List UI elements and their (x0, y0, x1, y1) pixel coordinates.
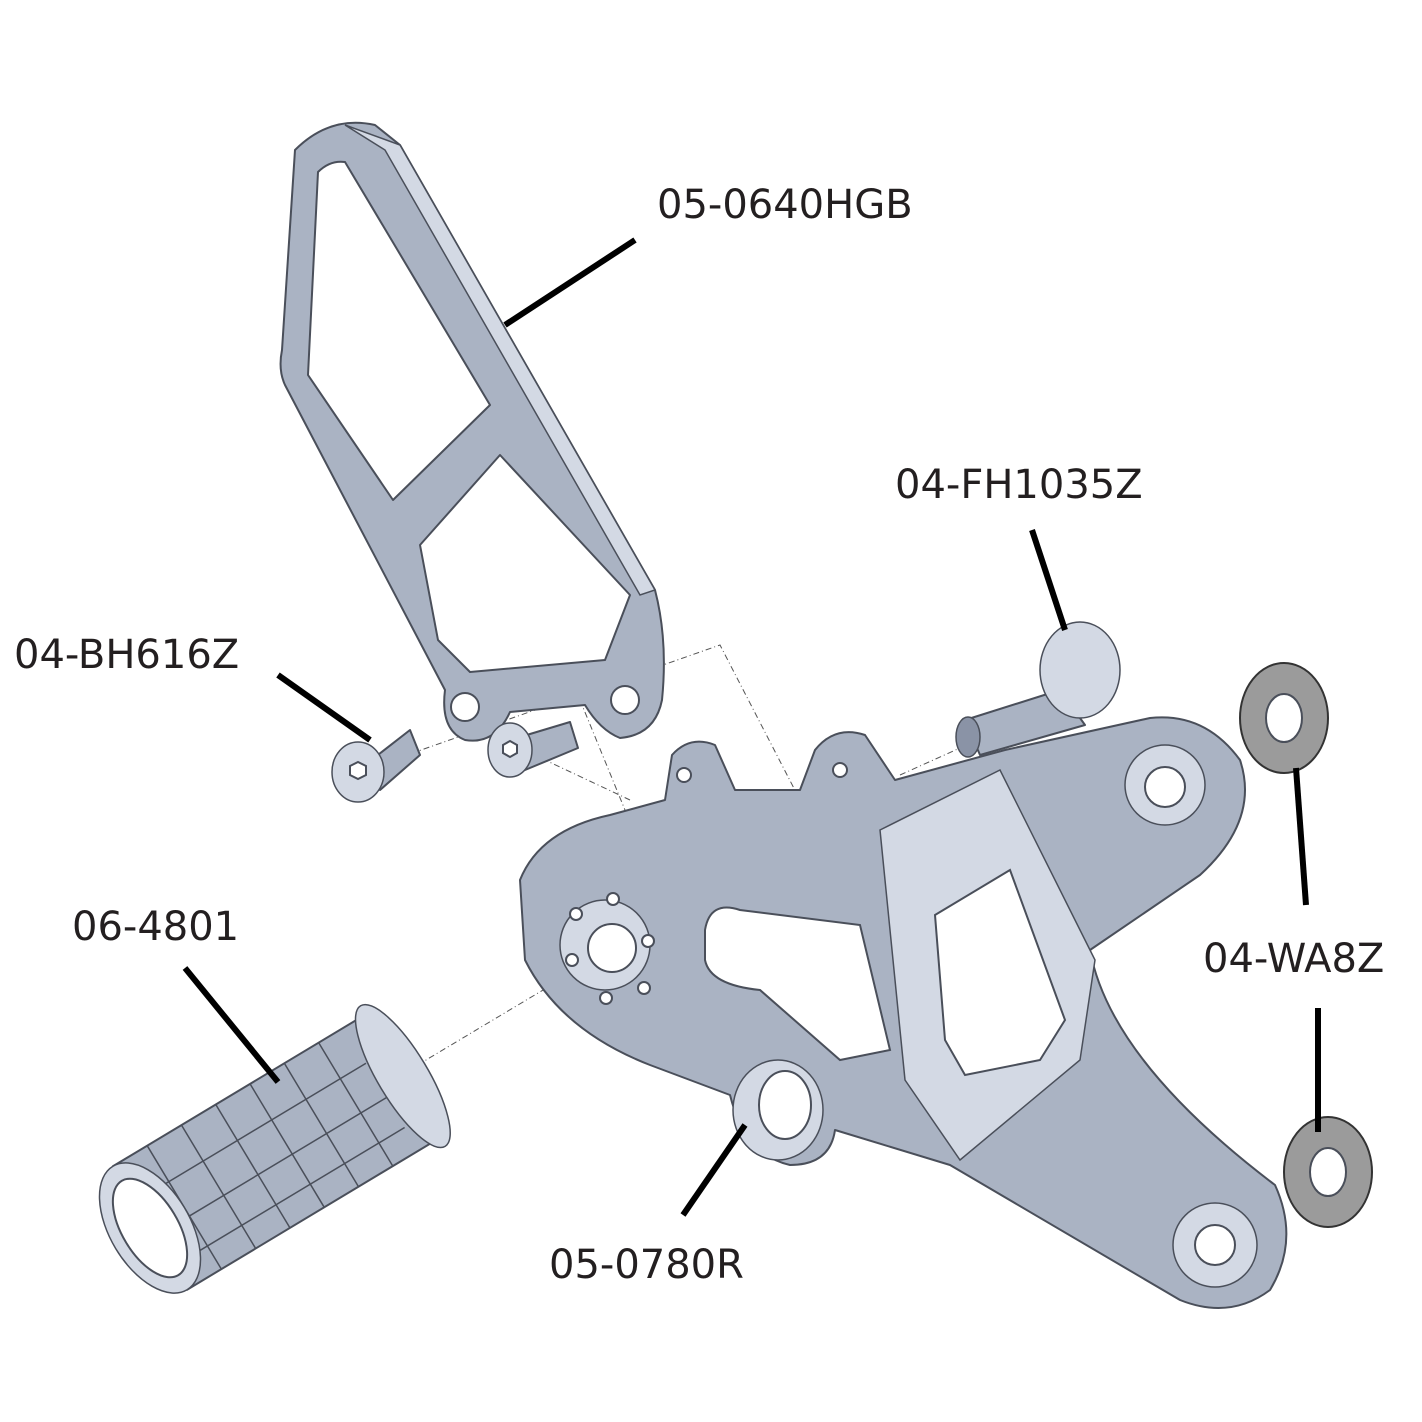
label-button-head-bolts: 04-BH616Z (14, 632, 239, 678)
heel-guard-part (279, 121, 665, 742)
label-footpeg: 06-4801 (72, 904, 239, 950)
label-bracket: 05-0780R (549, 1242, 744, 1288)
label-heel-guard: 05-0640HGB (657, 182, 913, 228)
washers-part (1239, 662, 1373, 1228)
button-head-bolts-part (331, 721, 579, 803)
leader-lines (182, 237, 1321, 1217)
label-washers: 04-WA8Z (1203, 936, 1384, 982)
bracket-part (519, 716, 1288, 1309)
flange-bolt-part (955, 621, 1121, 758)
bracket-small-holes (565, 892, 655, 1005)
label-flange-bolt: 04-FH1035Z (895, 462, 1143, 508)
footpeg-part (98, 1003, 451, 1294)
